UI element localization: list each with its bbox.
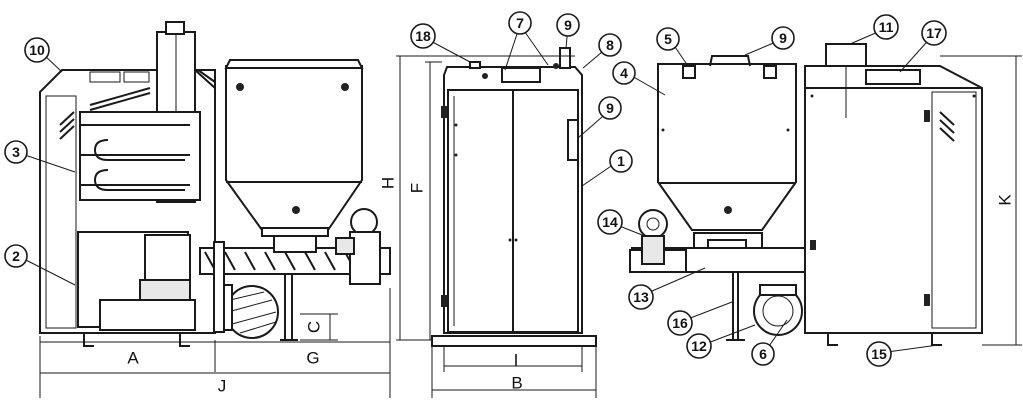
svg-text:17: 17 [926,25,942,41]
dimension-lines [39,55,1022,398]
dimension-label-k: K [996,194,1015,206]
callout-9-front-top: 9 [556,13,580,37]
callout-9-front-handle: 9 [598,96,622,120]
svg-text:8: 8 [606,37,614,53]
dimension-label-f: F [408,183,427,193]
svg-text:9: 9 [779,30,787,46]
svg-text:5: 5 [664,31,672,47]
callout-13: 13 [628,284,654,310]
svg-text:16: 16 [672,315,688,331]
callout-10: 10 [24,37,50,63]
svg-text:14: 14 [602,214,618,230]
svg-text:1: 1 [617,153,625,169]
svg-text:11: 11 [879,19,894,35]
callout-12: 12 [686,333,712,359]
svg-text:3: 3 [12,144,20,160]
callout-1: 1 [609,149,633,173]
side-section-view [39,21,391,347]
svg-text:2: 2 [12,248,20,264]
dimension-label-c: C [305,321,324,333]
callout-4: 4 [612,61,636,85]
callout-11: 11 [873,14,899,40]
dimension-label-i: I [514,351,519,370]
svg-text:7: 7 [516,15,524,31]
callout-9-hopper-handle: 9 [771,26,795,50]
svg-text:15: 15 [871,346,887,362]
callout-17: 17 [921,20,947,46]
dimension-label-h: H [379,177,398,189]
front-view [431,47,597,347]
side-view-hopper [629,43,983,346]
callout-6: 6 [751,342,775,366]
dimension-label-b: B [511,374,522,393]
svg-text:12: 12 [691,338,707,354]
callout-7: 7 [508,11,532,35]
svg-text:6: 6 [759,346,767,362]
svg-text:4: 4 [620,65,628,81]
callout-14: 14 [597,209,623,235]
svg-text:10: 10 [29,42,45,58]
svg-text:18: 18 [415,28,431,44]
callout-5: 5 [656,27,680,51]
callout-15: 15 [866,341,892,367]
dimension-label-a: A [127,349,139,368]
callout-8: 8 [598,33,622,57]
callout-18: 18 [410,23,436,49]
dimension-label-g: G [306,349,319,368]
svg-text:13: 13 [633,289,649,305]
dimension-label-j: J [218,377,227,396]
callout-16: 16 [667,310,693,336]
svg-text:9: 9 [564,17,572,33]
callout-2: 2 [4,244,28,268]
callout-3: 3 [4,140,28,164]
svg-text:9: 9 [606,100,614,116]
